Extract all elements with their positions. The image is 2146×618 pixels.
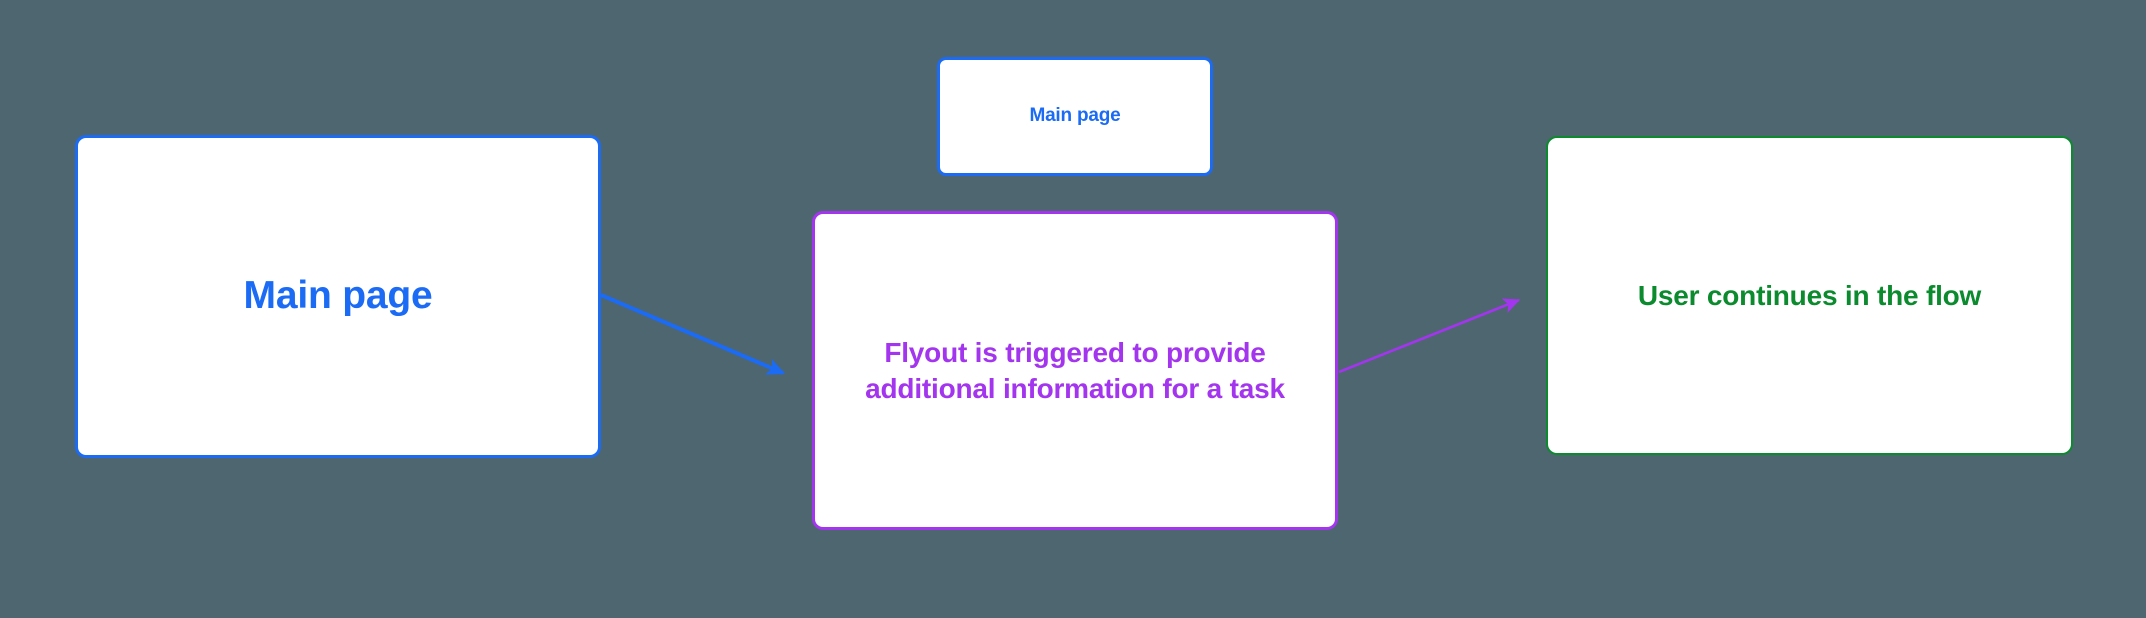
node-main-page-large[interactable]: Main page: [75, 135, 601, 458]
node-flyout[interactable]: Flyout is triggered to provide additiona…: [812, 211, 1338, 530]
node-main-page-large-label: Main page: [243, 274, 433, 318]
node-main-page-small[interactable]: Main page: [937, 57, 1213, 176]
node-main-page-small-label: Main page: [1029, 105, 1121, 127]
arrow-main-page-to-flyout: [600, 293, 786, 375]
node-flyout-label: Flyout is triggered to provide additiona…: [865, 336, 1285, 404]
node-user-continues[interactable]: User continues in the flow: [1546, 136, 2073, 455]
arrow-flyout-to-user-continues: [1338, 298, 1521, 374]
node-user-continues-label: User continues in the flow: [1637, 279, 1982, 311]
